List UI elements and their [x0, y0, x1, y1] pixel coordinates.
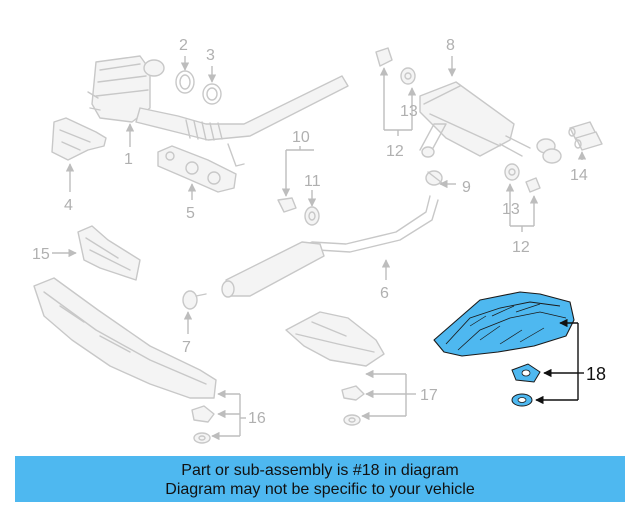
bracket-part	[51, 117, 107, 161]
rubber-mount-part	[304, 206, 320, 226]
gasket-part	[202, 83, 222, 105]
callout-12b: 12	[512, 239, 530, 256]
heat-shield-long-part	[33, 277, 217, 399]
callout-18: 18	[586, 364, 606, 384]
catalytic-converter-part	[87, 55, 349, 141]
tailpipe-tips-part	[568, 121, 603, 151]
callout-14: 14	[570, 167, 588, 184]
callout-7: 7	[182, 339, 191, 356]
heat-shield-center-part	[285, 311, 385, 367]
banner-line-1: Part or sub-assembly is #18 in diagram	[181, 462, 459, 479]
callout-13b: 13	[502, 201, 520, 218]
callout-6: 6	[380, 285, 389, 302]
pipe-clamp-part	[182, 290, 207, 310]
callout-4: 4	[64, 197, 73, 214]
rear-muffler-part	[419, 81, 562, 164]
heat-shield-rear-washer-highlighted	[511, 393, 533, 407]
heat-shield-front-part	[77, 225, 141, 281]
callout-9: 9	[462, 179, 471, 196]
callout-16: 16	[248, 410, 266, 427]
callout-12a: 12	[386, 143, 404, 160]
callout-8: 8	[446, 37, 455, 54]
callout-11: 11	[304, 173, 321, 190]
callout-10: 10	[292, 129, 310, 146]
callout-2: 2	[179, 37, 188, 54]
heat-shield-rear-part-highlighted	[433, 291, 575, 357]
callout-13a: 13	[400, 103, 418, 120]
exhaust-system-diagram: 1 2 3 4 5 10 11	[32, 37, 606, 444]
info-banner: Part or sub-assembly is #18 in diagram D…	[15, 456, 625, 502]
callout-17: 17	[420, 387, 438, 404]
callout-1: 1	[124, 151, 133, 168]
callout-3: 3	[206, 47, 215, 64]
flange-gasket-part	[157, 143, 245, 193]
upper-hanger-part	[375, 47, 416, 85]
heat-shield-bracket-part	[191, 405, 215, 444]
callout-5: 5	[186, 205, 195, 222]
hanger-bracket-part	[277, 197, 297, 213]
intermediate-pipe-part	[221, 195, 439, 298]
lower-hanger-part	[504, 163, 541, 193]
callout-15: 15	[32, 246, 50, 263]
heat-shield-rear-bracket-highlighted	[511, 363, 541, 383]
clamp-part	[175, 70, 195, 94]
heat-shield-center-bracket-part	[341, 385, 365, 426]
banner-line-2: Diagram may not be specific to your vehi…	[165, 481, 475, 498]
